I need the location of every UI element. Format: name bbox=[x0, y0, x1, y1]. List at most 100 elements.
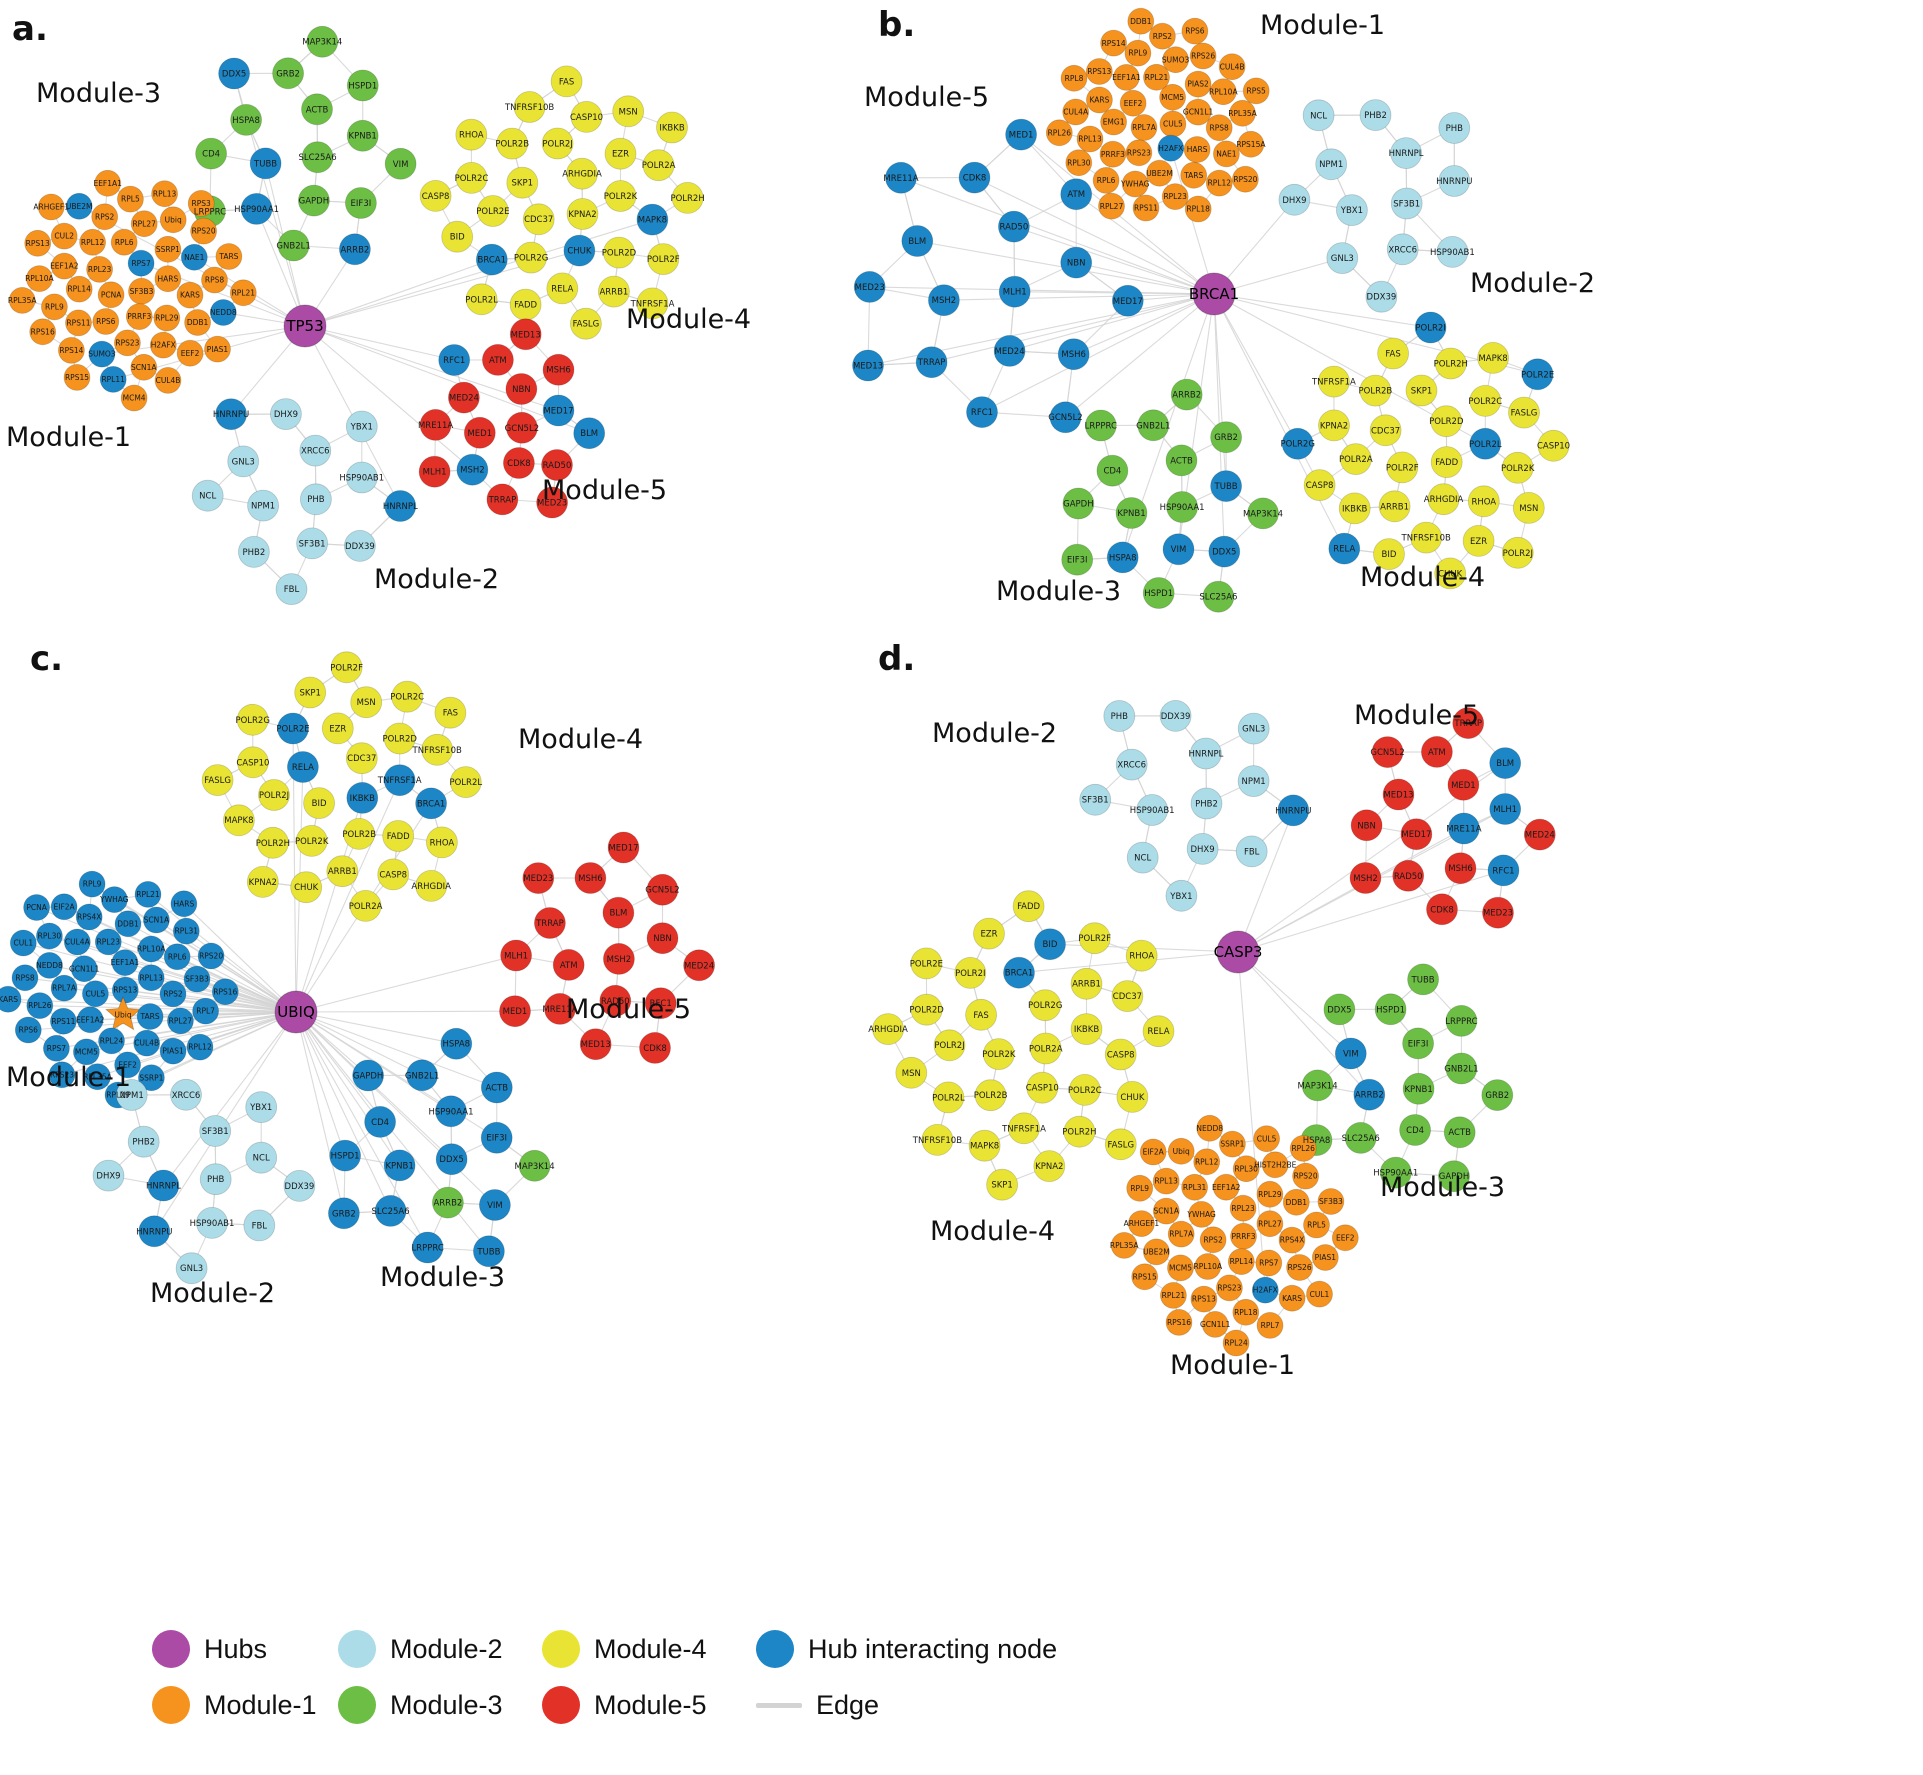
node-label: EIF2A bbox=[54, 902, 76, 911]
node-EEF1A2 bbox=[76, 1006, 104, 1034]
node-HARS bbox=[154, 265, 182, 293]
node-label: RAD50 bbox=[543, 461, 572, 471]
node-label: IKBKB bbox=[659, 124, 684, 134]
node-RPL35A bbox=[1229, 99, 1256, 127]
node-label: RPL14 bbox=[67, 285, 91, 294]
node-NBN bbox=[646, 922, 679, 955]
node-DHX9 bbox=[269, 398, 302, 431]
node-label: GCN5L2 bbox=[1370, 748, 1404, 758]
node-SKP1 bbox=[1405, 374, 1438, 407]
node-RPL6 bbox=[110, 228, 138, 256]
node-label: MLH1 bbox=[423, 468, 447, 478]
node-label: EEF1A2 bbox=[76, 1016, 105, 1025]
node-label: RPL29 bbox=[106, 1091, 130, 1100]
node-CD4 bbox=[364, 1106, 397, 1138]
node-label: POLR2I bbox=[955, 969, 985, 979]
node-RPS23 bbox=[48, 1061, 76, 1089]
node-FADD bbox=[382, 820, 415, 852]
node-MED23 bbox=[536, 486, 568, 519]
node-POLR2G bbox=[236, 703, 269, 736]
node-label: RPL6 bbox=[168, 952, 187, 961]
node-label: TRRAP bbox=[535, 919, 564, 929]
node-label: RPL7A bbox=[52, 984, 77, 993]
node-label: PHB bbox=[307, 495, 325, 505]
node-PRRF3 bbox=[125, 303, 153, 331]
edge bbox=[304, 325, 473, 471]
node-RPL7A bbox=[1167, 1220, 1195, 1248]
node-label: POLR2F bbox=[1078, 934, 1111, 944]
edge bbox=[295, 1010, 516, 1013]
node-label: TNFRSF10B bbox=[504, 103, 554, 113]
node-label: RFC1 bbox=[650, 999, 672, 1009]
node-label: RPS13 bbox=[1192, 1295, 1216, 1304]
node-label: ARRB2 bbox=[1355, 1091, 1384, 1101]
node-POLR2F bbox=[647, 243, 680, 276]
node-SLC25A6 bbox=[301, 141, 334, 174]
node-NBN bbox=[505, 373, 538, 405]
node-BLM bbox=[573, 417, 606, 450]
node-label: POLR2B bbox=[342, 830, 376, 840]
node-ATM bbox=[481, 343, 514, 376]
node-TNFRSF1A bbox=[636, 287, 669, 320]
node-TNFRSF10B bbox=[421, 733, 454, 766]
legend: Hubs Module-2 Module-4 Hub interacting n… bbox=[152, 1630, 1096, 1724]
node-label: POLR2F bbox=[1386, 463, 1419, 473]
node-label: CASP8 bbox=[1306, 481, 1334, 491]
node-label: NCL bbox=[1310, 111, 1327, 121]
node-label: ACTB bbox=[306, 105, 329, 115]
node-KARS bbox=[0, 985, 22, 1013]
node-TRRAP bbox=[1452, 707, 1485, 739]
node-label: RPS8 bbox=[1210, 123, 1229, 132]
node-label: IKBKB bbox=[1074, 1025, 1099, 1035]
node-label: POLR2G bbox=[1028, 1001, 1062, 1011]
node-MED24 bbox=[1523, 818, 1556, 851]
module5-swatch bbox=[542, 1686, 580, 1724]
node-RPS8 bbox=[11, 964, 39, 992]
node-label: SUMO3 bbox=[1162, 55, 1190, 64]
hub-interacting-node-swatch bbox=[756, 1630, 794, 1668]
node-label: POLR2A bbox=[642, 161, 676, 171]
node-RPS20 bbox=[190, 217, 218, 245]
node-POLR2F bbox=[1386, 451, 1419, 484]
node-RAD50 bbox=[599, 984, 632, 1017]
node-ACTB bbox=[301, 93, 333, 126]
node-TNFRSF10B bbox=[1410, 521, 1443, 554]
node-label: RPS15 bbox=[1133, 1272, 1157, 1281]
node-XRCC6 bbox=[1386, 233, 1419, 266]
node-label: MRE11A bbox=[883, 174, 918, 184]
node-label: RPL5 bbox=[121, 195, 140, 204]
module-label: Module-3 bbox=[36, 78, 161, 109]
node-label: CDC37 bbox=[347, 754, 376, 764]
node-DDX39 bbox=[1365, 280, 1398, 313]
node-label: RPS6 bbox=[19, 1026, 38, 1035]
node-label: HSPD1 bbox=[348, 82, 377, 92]
node-label: POLR2K bbox=[982, 1050, 1016, 1060]
node-label: PHB2 bbox=[1195, 800, 1218, 810]
node-label: EIF3I bbox=[1067, 556, 1088, 566]
node-label: HSPA8 bbox=[1303, 1136, 1331, 1146]
node-CHUK bbox=[290, 871, 323, 904]
node-HNRNPL bbox=[147, 1169, 180, 1202]
node-RPL21 bbox=[229, 279, 257, 307]
node-label: RPL7 bbox=[196, 1007, 215, 1016]
node-HSP90AA1 bbox=[1166, 491, 1198, 523]
node-label: MRE11A bbox=[1446, 825, 1481, 835]
node-label: NCL bbox=[199, 492, 216, 502]
edge-swatch bbox=[756, 1702, 802, 1708]
node-POLR2A bbox=[349, 890, 382, 922]
node-label: RPL10A bbox=[1209, 87, 1238, 96]
node-POLR2C bbox=[1068, 1074, 1101, 1106]
node-label: POLR2C bbox=[390, 693, 424, 703]
node-label: PHB2 bbox=[243, 548, 266, 558]
node-SSRP1 bbox=[1219, 1130, 1246, 1158]
node-HSPD1 bbox=[329, 1139, 362, 1172]
node-label: POLR2J bbox=[259, 791, 289, 801]
node-label: SCN1A bbox=[144, 916, 170, 925]
node-MED1 bbox=[1005, 118, 1037, 151]
node-GCN1L1 bbox=[70, 955, 98, 983]
node-RPL27 bbox=[1256, 1210, 1284, 1238]
node-EZR bbox=[604, 137, 637, 170]
node-XRCC6 bbox=[299, 434, 332, 467]
edge bbox=[295, 1011, 346, 1156]
node-label: NPM1 bbox=[120, 1091, 144, 1101]
